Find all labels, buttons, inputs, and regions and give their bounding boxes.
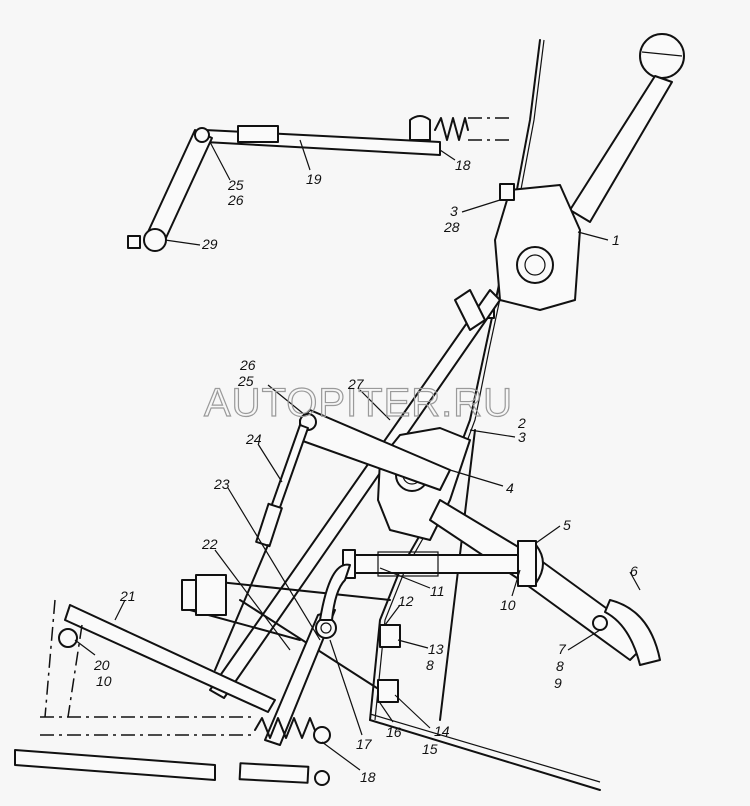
callout-26: 26 [227, 192, 244, 208]
floor-line [369, 719, 601, 791]
tunnel-line [439, 429, 476, 721]
callout-3: 3 [518, 429, 526, 445]
callout-20: 20 [93, 657, 110, 673]
callout-17: 17 [356, 736, 373, 752]
callout-26: 26 [239, 357, 256, 373]
callout-18: 18 [455, 157, 471, 173]
callout-29: 29 [201, 236, 218, 252]
callout-14: 14 [434, 723, 450, 739]
floor-panel-inner [374, 39, 545, 721]
callout-6: 6 [630, 563, 638, 579]
callout-25: 25 [227, 177, 244, 193]
callout-19: 19 [306, 171, 322, 187]
callout-28: 28 [443, 219, 460, 235]
callout-1: 1 [612, 232, 620, 248]
callout-21: 21 [119, 588, 136, 604]
callout-10: 10 [500, 597, 516, 613]
hook-lever [319, 563, 351, 621]
pedal-pad [604, 599, 661, 666]
floor-panel-edge [369, 39, 541, 721]
callout-3: 3 [450, 203, 458, 219]
callout-25: 25 [237, 373, 254, 389]
callout-2: 2 [517, 415, 526, 431]
bushing [377, 551, 439, 577]
callout-9: 9 [554, 675, 562, 691]
callout-24: 24 [245, 431, 262, 447]
lever-21 [64, 604, 276, 713]
callout-11: 11 [430, 583, 445, 599]
leader-lines [74, 139, 641, 771]
callout-10: 10 [96, 673, 112, 689]
spring-upper [434, 117, 469, 141]
callout-18: 18 [360, 769, 376, 785]
floor-line-inner [369, 713, 601, 783]
callout-12: 12 [398, 593, 414, 609]
callout-7: 7 [558, 641, 567, 657]
gear-lever [569, 75, 673, 223]
callout-8: 8 [426, 657, 434, 673]
callout-16: 16 [386, 724, 402, 740]
rod-27 [209, 289, 501, 699]
callout-5: 5 [563, 517, 571, 533]
nut-13 [379, 624, 401, 648]
callout-15: 15 [422, 741, 438, 757]
watermark: AUTOPITER.RU [204, 381, 513, 425]
callout-4: 4 [506, 480, 514, 496]
callout-13: 13 [428, 641, 444, 657]
callout-23: 23 [213, 476, 230, 492]
callout-8: 8 [556, 658, 564, 674]
spring-lower [254, 717, 319, 739]
callout-22: 22 [201, 536, 218, 552]
bottom-rod [14, 749, 216, 781]
callout-27: 27 [347, 376, 365, 392]
nut-14 [377, 679, 399, 703]
